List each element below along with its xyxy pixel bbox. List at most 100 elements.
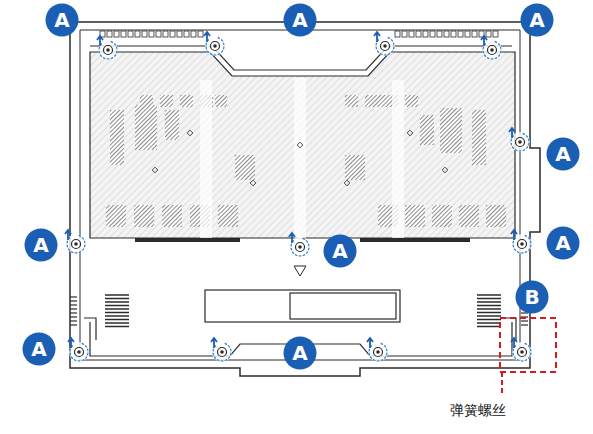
vent-slat: [142, 31, 147, 37]
screw: [68, 338, 89, 362]
hatched-panel: [90, 52, 515, 238]
hole: [442, 167, 448, 173]
vent-slat: [163, 31, 168, 37]
vent-slat: [184, 31, 189, 37]
hole: [187, 130, 193, 136]
callout-circle: A: [283, 336, 317, 370]
hole: [344, 180, 350, 186]
vent-slat: [198, 31, 203, 37]
vent-line: [105, 322, 129, 324]
vent-block: [345, 95, 358, 107]
vent-line: [477, 298, 501, 300]
hole: [250, 180, 256, 186]
vent-block: [135, 105, 157, 150]
callout-circle: A: [283, 3, 317, 37]
vent-slat: [465, 31, 470, 37]
vent-line: [70, 320, 77, 321]
vent-slat: [493, 31, 498, 37]
vents-and-screws: [65, 31, 532, 362]
callout-circle: A: [520, 3, 554, 37]
vent-block: [134, 205, 154, 227]
vent-block: [472, 110, 486, 165]
screw: [481, 36, 502, 60]
screw: [204, 32, 225, 56]
vent-line: [477, 315, 501, 317]
callout-letter: A: [22, 332, 56, 359]
vent-slat: [135, 31, 140, 37]
vent-line: [70, 300, 77, 301]
callout-letter: A: [283, 3, 317, 30]
mark: [294, 266, 306, 276]
part-label: 弹簧螺丝: [448, 402, 508, 419]
panel-rib: [294, 78, 306, 238]
vent-line: [70, 296, 77, 297]
vent-slat: [430, 31, 435, 37]
callout-letter: A: [24, 228, 58, 255]
vent-block: [160, 95, 173, 107]
vent-line: [70, 316, 77, 317]
vent-block: [405, 205, 425, 227]
vent-block: [218, 205, 238, 227]
vent-block: [459, 205, 479, 227]
vent-line: [70, 312, 77, 313]
screw: [511, 338, 532, 362]
vent-block: [215, 95, 227, 107]
vent-slat: [114, 31, 119, 37]
hole: [407, 130, 413, 136]
vent-line: [105, 305, 129, 307]
screw: [511, 230, 532, 254]
callout-letter: A: [45, 3, 79, 30]
screw: [65, 230, 86, 254]
screw: [289, 233, 310, 257]
callout-letter: A: [283, 336, 317, 363]
vent-line: [521, 324, 528, 325]
vent-slat: [191, 31, 196, 37]
vent-slat: [451, 31, 456, 37]
vent-slat: [121, 31, 126, 37]
callout-letter: B: [515, 280, 549, 307]
vent-line: [477, 319, 501, 321]
vent-line: [477, 305, 501, 307]
vent-slat: [402, 31, 407, 37]
vent-line: [105, 315, 129, 317]
vent-line: [477, 326, 501, 328]
label-area: [205, 290, 400, 322]
vent-line: [105, 319, 129, 321]
vent-slat: [416, 31, 421, 37]
vent-slat: [472, 31, 477, 37]
screw: [374, 32, 395, 56]
vent-block: [106, 205, 126, 227]
vent-block: [165, 110, 179, 140]
callout-circle: A: [546, 137, 580, 171]
callout-letter: A: [546, 137, 580, 164]
screw: [509, 128, 530, 152]
vent-block: [110, 110, 124, 165]
spring-screw-highlight: [500, 318, 556, 372]
vent-slat: [486, 31, 491, 37]
vent-slat: [409, 31, 414, 37]
vent-slat: [437, 31, 442, 37]
vent-slat: [177, 31, 182, 37]
vent-line: [477, 312, 501, 314]
callout-letter: A: [323, 234, 357, 261]
vent-block: [235, 155, 255, 180]
vent-line: [70, 304, 77, 305]
vent-block: [432, 205, 452, 227]
screw: [97, 36, 118, 60]
vent-line: [105, 294, 129, 296]
vent-block: [375, 95, 387, 107]
vent-slat: [156, 31, 161, 37]
callout-circle: A: [22, 332, 56, 366]
vent-line: [70, 308, 77, 309]
screw: [367, 338, 388, 362]
cover-outline: [70, 22, 540, 376]
vent-line: [105, 326, 129, 328]
vent-line: [105, 308, 129, 310]
vent-line: [105, 312, 129, 314]
vent-block: [440, 108, 462, 153]
vent-block: [420, 115, 434, 145]
callout-letter: A: [546, 226, 580, 253]
vent-line: [477, 322, 501, 324]
callout-circle: A: [24, 228, 58, 262]
